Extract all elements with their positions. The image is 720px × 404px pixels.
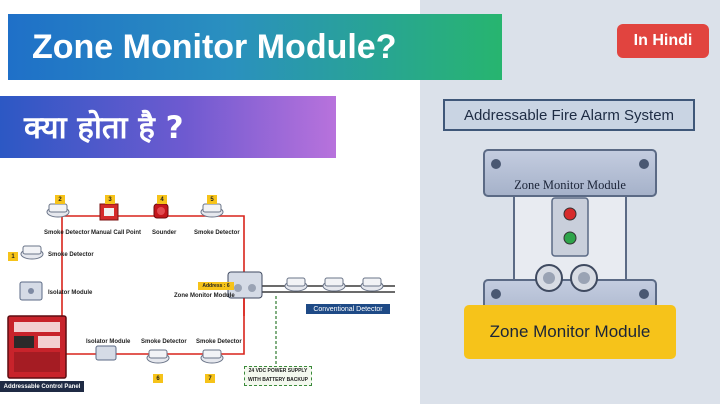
smoke-detector-icon-2 <box>46 203 70 218</box>
device-number-7: 7 <box>205 374 215 383</box>
smoke-detector-icon-5 <box>200 203 224 218</box>
isolator-module-icon <box>19 281 43 301</box>
smoke-detector-icon-6 <box>146 349 170 364</box>
language-badge: In Hindi <box>617 24 709 58</box>
label-smoke-detector-bottom-2: Smoke Detector <box>196 339 242 345</box>
label-sounder: Sounder <box>152 230 177 236</box>
label-isolator-module-bottom: Isolator Module <box>86 339 131 345</box>
psu-line-2: WITH BATTERY BACKUP <box>248 377 308 383</box>
sounder-icon <box>153 203 169 219</box>
conventional-detector-icon-1 <box>284 277 308 292</box>
device-number-4: 4 <box>157 195 167 204</box>
system-title: Addressable Fire Alarm System <box>443 99 695 131</box>
address-label: Address : 6 <box>198 282 234 290</box>
device-number-5: 5 <box>207 195 217 204</box>
control-panel-icon <box>7 315 67 379</box>
wiring-diagram <box>7 203 395 379</box>
label-smoke-detector-bottom-1: Smoke Detector <box>141 339 187 345</box>
conventional-detector-icon-2 <box>322 277 346 292</box>
label-zone-monitor-module-small: Zone Monitor Module <box>174 293 235 299</box>
label-smoke-detector-top-left: Smoke Detector <box>44 230 90 236</box>
psu-line-1: 24 VDC POWER SUPPLY <box>248 368 308 374</box>
control-panel-label: Addressable Control Panel <box>0 381 84 392</box>
label-manual-call-point: Manual Call Point <box>91 230 142 236</box>
module-device-label: Zone Monitor Module <box>514 178 626 192</box>
conventional-detector-icon-3 <box>360 277 384 292</box>
title-banner: Zone Monitor Module? <box>8 14 502 80</box>
conventional-detector-label: Conventional Detector <box>306 304 390 314</box>
red-led-icon <box>563 207 577 221</box>
smoke-detector-icon-1 <box>20 245 44 260</box>
power-supply-box: 24 VDC POWER SUPPLY WITH BATTERY BACKUP <box>244 366 312 386</box>
device-number-6: 6 <box>153 374 163 383</box>
loop-wire <box>61 215 245 366</box>
page-title: Zone Monitor Module? <box>32 27 397 66</box>
manual-call-point-icon <box>99 203 119 221</box>
label-smoke-detector-left: Smoke Detector <box>48 252 94 258</box>
label-isolator-module-left: Isolator Module <box>48 290 93 296</box>
device-number-2: 2 <box>55 195 65 204</box>
indicator-panel <box>551 197 589 257</box>
isolator-module-bottom-icon <box>95 345 117 361</box>
device-number-1: 1 <box>8 252 18 261</box>
device-number-3: 3 <box>105 195 115 204</box>
subtitle-banner: क्या होता है ? <box>0 96 336 158</box>
label-smoke-detector-top-right: Smoke Detector <box>194 230 240 236</box>
module-caption: Zone Monitor Module <box>464 305 676 359</box>
page-subtitle: क्या होता है ? <box>24 110 184 146</box>
green-led-icon <box>563 231 577 245</box>
module-top-plate <box>483 149 657 197</box>
smoke-detector-icon-7 <box>200 349 224 364</box>
